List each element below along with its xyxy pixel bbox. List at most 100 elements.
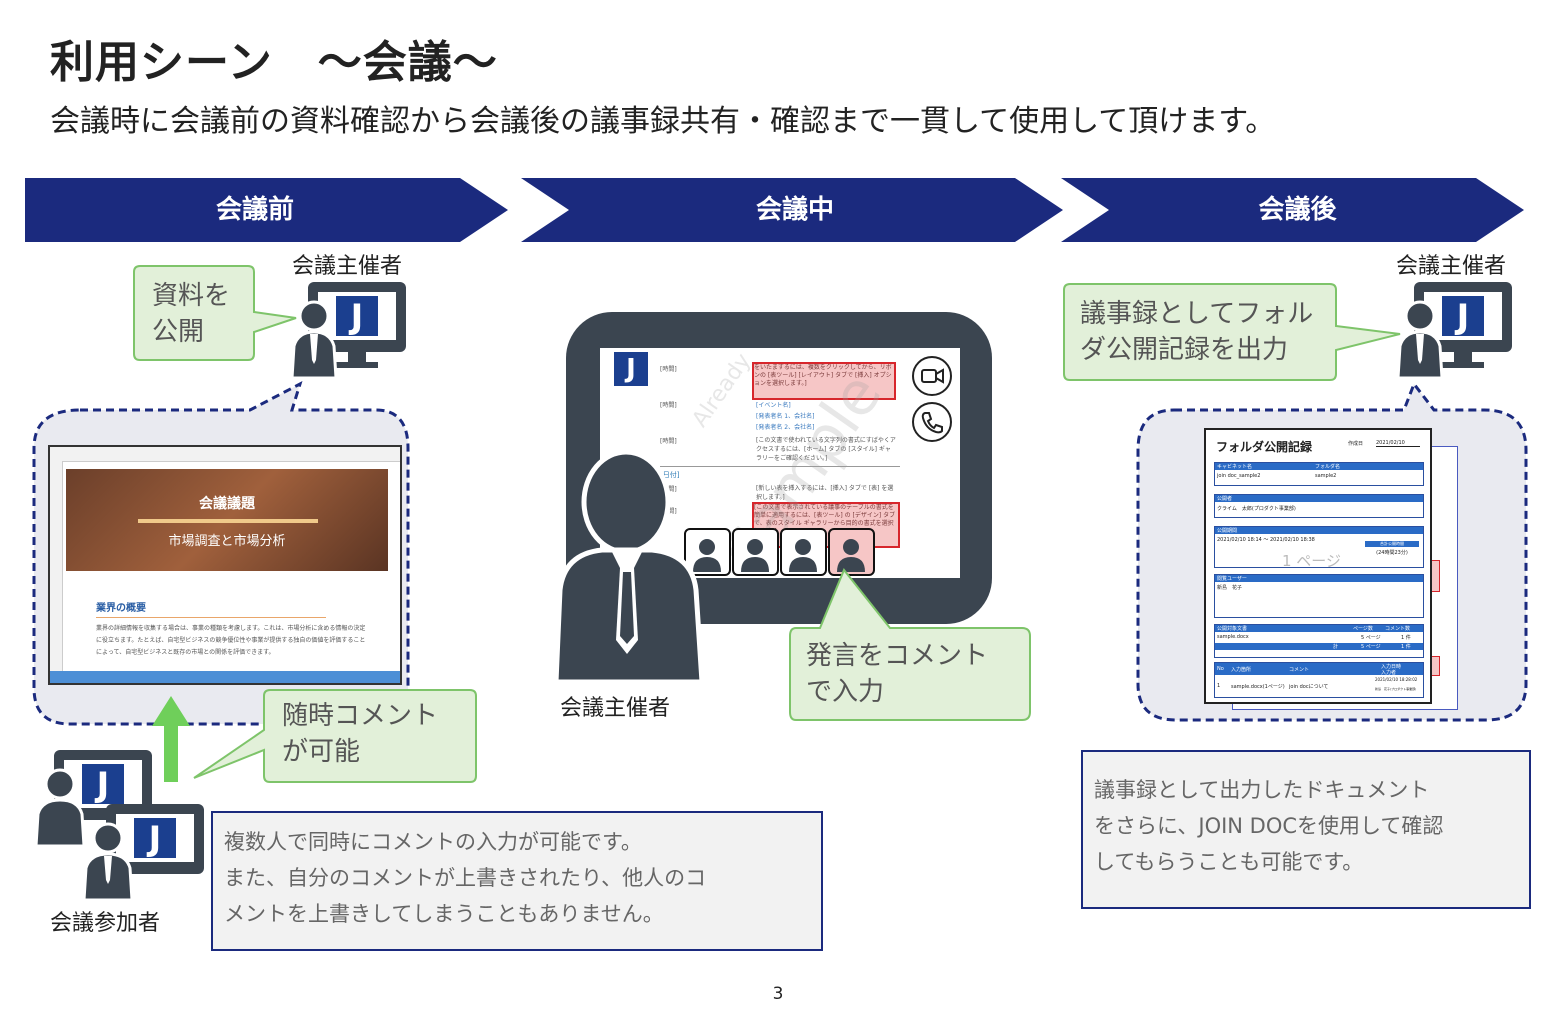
participant-avatars-icon: [684, 528, 875, 576]
meeting-host-figure-icon: [553, 450, 705, 682]
record-page-marker: 1 ページ: [1282, 552, 1342, 570]
record-pages-label: ページ数: [1353, 626, 1373, 632]
preview-ruler: [50, 447, 400, 462]
participant-video-strip: [684, 528, 876, 576]
phase-arrows-graphic: [25, 178, 1524, 242]
record-total-comments: 1 件: [1401, 644, 1411, 650]
phase-label-during: 会議中: [755, 195, 834, 225]
record-col-no: No: [1217, 666, 1224, 672]
during-host-label: 会議主催者: [560, 696, 671, 721]
record-total-label: 合計公開時間: [1365, 541, 1419, 547]
joindoc-logo-icon: J: [614, 352, 648, 386]
record-col-comment: コメント: [1289, 667, 1310, 673]
screen-row-label-1: [時間]: [660, 402, 677, 409]
record-col-datetime: 入力日時: [1381, 664, 1402, 670]
document-preview[interactable]: 会議議題 市場調査と市場分析 業界の概要 業界の詳細情報を収集する場合は、事業の…: [48, 445, 402, 685]
after-note-text: 議事録として出力したドキュメント をさらに、JOIN DOCを使用して確認 して…: [1094, 778, 1444, 874]
record-comments-header: [1215, 663, 1423, 675]
record-cabinet-box: キャビネット名 フォルダ名 join doc_sample2 sample2: [1214, 462, 1424, 486]
preview-status-bar: [50, 671, 400, 683]
preview-section-heading: 業界の概要: [96, 603, 146, 614]
screen-watermark-2: Already: [687, 349, 757, 432]
svg-text:J: J: [147, 819, 162, 859]
record-comments-table: No 入力箇所 コメント 入力日時 入力者 1 sample.docx(1ページ…: [1214, 662, 1424, 698]
record-row-place: sample.docx(1ページ): [1231, 684, 1285, 690]
preview-header-title: 会議議題: [199, 496, 255, 512]
record-created-label: 作成日: [1348, 441, 1364, 447]
record-row-comment: join docについて: [1289, 684, 1329, 690]
screen-row-text-4: [新しい表を挿入するには、[挿入] タブで [表] を選択します。]: [756, 485, 894, 501]
record-users-value: 新島 花子: [1217, 585, 1243, 591]
folder-record-document[interactable]: フォルダ公開記録 作成日 2021/02/10 キャビネット名フォルダ名 joi…: [1204, 428, 1432, 704]
publish-callout-text: 資料を 公開: [152, 281, 231, 347]
phase-bar: 会議前 会議中 会議後: [0, 178, 1556, 242]
record-publisher-label: 公開者: [1215, 495, 1423, 502]
record-total-pages: 5 ページ: [1361, 644, 1381, 650]
screen-row-label-2: [時間]: [660, 438, 677, 445]
after-host-label: 会議主催者: [1396, 254, 1507, 279]
phone-call-icon[interactable]: [912, 402, 952, 442]
record-cabinet-label: キャビネット名: [1217, 464, 1253, 470]
phase-arrow-before: [25, 178, 508, 242]
screen-highlight-0[interactable]: をいたまするには、複数をクリックしてから、リボンの [表ツール] [レイアウト]…: [752, 362, 896, 400]
record-folder-value: sample2: [1315, 473, 1337, 479]
record-publisher-box: 公開者 クライム 太郎(プロダクト事業部): [1214, 494, 1424, 518]
record-period-label: 公開期間: [1215, 527, 1423, 534]
record-total-row: [1215, 643, 1423, 650]
comment-callout-text: 随時コメント が可能: [282, 701, 439, 767]
after-host-user-monitor-icon: J: [1396, 282, 1512, 380]
phase-arrow-during: [521, 178, 1063, 242]
svg-text:J: J: [1455, 297, 1470, 337]
preview-header-divider: [138, 519, 318, 523]
speech-comment-callout-shape: [789, 568, 1031, 721]
record-period-value: 2021/02/10 18:14 〜 2021/02/10 18:38: [1217, 537, 1315, 543]
page-title: 利用シーン ～会議～: [50, 37, 498, 88]
preview-side-ruler: [50, 461, 63, 671]
record-row-no: 1: [1217, 683, 1221, 689]
screen-row-text-1: [イベント名] [発表者名 1、会社名] [発表者名 2、会社名]: [756, 402, 815, 431]
record-folder-label: フォルダ名: [1315, 464, 1341, 470]
screen-row-label-3: [日付]: [660, 471, 680, 479]
record-created-date: 2021/02/10: [1376, 440, 1420, 447]
phase-label-before: 会議前: [215, 195, 294, 225]
record-total-value: (24時間23分): [1376, 550, 1408, 556]
participants-group-icon: J J: [34, 750, 204, 902]
before-note-text: 複数人で同時にコメントの入力が可能です。 また、自分のコメントが上書きされたり、…: [224, 830, 707, 926]
screen-row-text-2: [この文書で使われている文字列の書式にすばやくアクセスするには、[ホーム] タブ…: [756, 437, 896, 462]
phase-label-after: 会議後: [1258, 195, 1337, 225]
page-number: 3: [772, 984, 784, 1004]
record-users-box: 閲覧ユーザー 新島 花子: [1214, 574, 1424, 618]
preview-header-banner: 会議議題 市場調査と市場分析: [66, 469, 388, 571]
record-period-box: 公開期間 2021/02/10 18:14 〜 2021/02/10 18:38…: [1214, 526, 1424, 568]
after-note-box: [1081, 750, 1531, 909]
record-col-place: 入力箇所: [1231, 667, 1252, 673]
phase-arrow-after: [1061, 178, 1524, 242]
svg-text:J: J: [95, 765, 110, 805]
before-host-label: 会議主催者: [292, 254, 403, 279]
record-doc-name: sample.docx: [1217, 634, 1249, 640]
svg-text:J: J: [349, 297, 364, 337]
record-callout-shape: [1063, 283, 1401, 381]
record-docs-label: 公開対象文書: [1217, 626, 1248, 632]
record-publisher-value: クライム 太郎(プロダクト事業部): [1217, 506, 1296, 512]
preview-header-subtitle: 市場調査と市場分析: [168, 534, 286, 549]
participant-label: 会議参加者: [50, 911, 161, 936]
screen-divider: [660, 466, 900, 467]
before-note-box: [211, 811, 823, 951]
record-docs-box: 公開対象文書ページ数コメント数 sample.docx 5 ページ 1 件 計 …: [1214, 624, 1424, 658]
record-row-author: 新島 花子(プロダクト事業部): [1375, 687, 1417, 691]
record-cabinet-value: join doc_sample2: [1217, 473, 1261, 479]
record-comments-label: コメント数: [1385, 626, 1411, 632]
page-subtitle: 会議時に会議前の資料確認から会議後の議事録共有・確認まで一貫して使用して頂けます…: [50, 104, 1276, 139]
preview-section-rule: [96, 617, 326, 618]
host-user-monitor-icon: J: [290, 282, 406, 380]
video-call-icon[interactable]: [912, 356, 952, 396]
comment-callout-shape: [193, 689, 477, 783]
record-col-author: 入力者: [1381, 670, 1397, 676]
record-row-datetime: 2021/02/10 18:28:02: [1375, 677, 1418, 682]
preview-body-text: 業界の詳細情報を収集する場合は、事業の種類を考慮します。これは、市場分析に含める…: [96, 625, 366, 656]
record-doc-comments: 1 件: [1401, 635, 1411, 641]
screen-row-label-0: [時間]: [660, 366, 677, 373]
record-users-label: 閲覧ユーザー: [1215, 575, 1423, 582]
record-total-row-label: 計: [1333, 644, 1339, 650]
